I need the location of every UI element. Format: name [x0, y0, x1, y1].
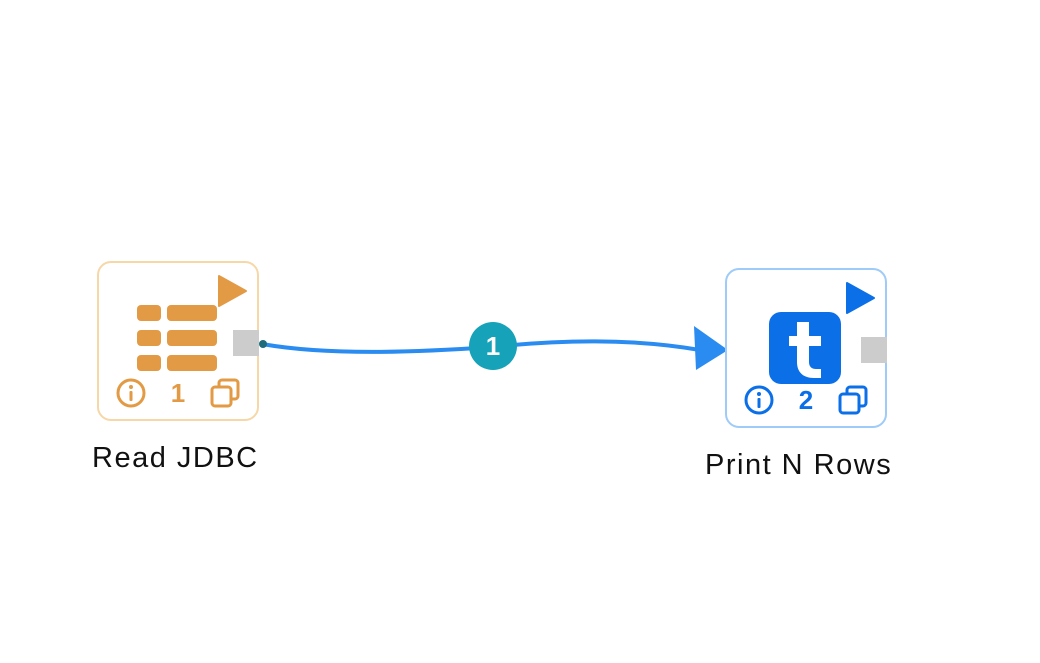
node-read-jdbc[interactable]: 1 [97, 261, 259, 421]
output-port[interactable] [861, 337, 887, 363]
edge-source-dot [259, 340, 267, 348]
edge-badge[interactable]: 1 [469, 322, 517, 370]
node-label-read-jdbc: Read JDBC [92, 442, 259, 474]
node-label-print-n-rows: Print N Rows [705, 449, 893, 481]
output-port[interactable] [233, 330, 259, 356]
info-icon[interactable] [743, 384, 775, 416]
table-icon [137, 305, 217, 371]
node-print-n-rows[interactable]: 2 [725, 268, 887, 428]
info-icon[interactable] [115, 377, 147, 409]
edge-arrowhead [694, 326, 728, 370]
text-t-icon [769, 312, 841, 384]
copy-icon[interactable] [837, 384, 869, 416]
play-icon[interactable] [843, 280, 877, 316]
node-index: 2 [798, 385, 814, 415]
copy-icon[interactable] [209, 377, 241, 409]
play-icon[interactable] [215, 273, 249, 309]
node-index: 1 [170, 378, 186, 408]
